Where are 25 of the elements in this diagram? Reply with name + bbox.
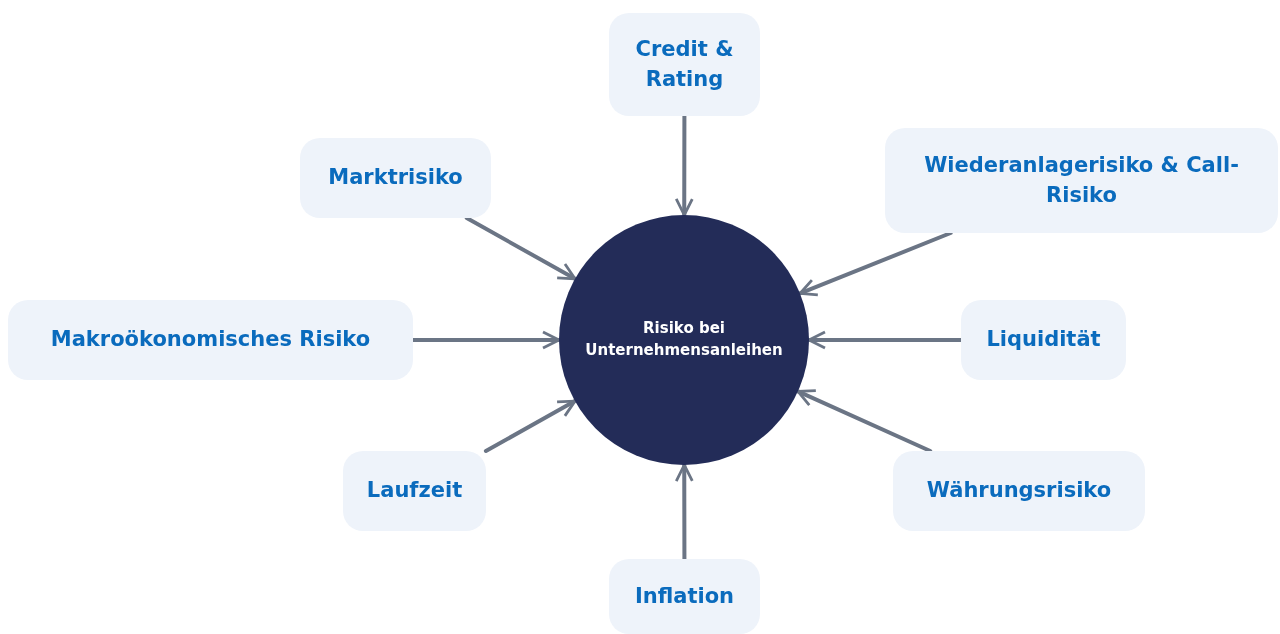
risk-box (893, 451, 1145, 531)
arrow (674, 463, 694, 561)
arrow (795, 389, 933, 453)
arrow (798, 231, 953, 297)
node-label: Marktrisiko (328, 164, 463, 192)
arrow (411, 330, 561, 350)
arrow (674, 114, 694, 217)
node-label: Liquidität (986, 326, 1101, 354)
risk-box (885, 128, 1278, 233)
arrow (464, 216, 577, 281)
node-label: Makroökonomisches Risiko (50, 326, 371, 354)
arrow (483, 399, 577, 453)
node-label: Laufzeit (366, 477, 463, 505)
arrow (807, 330, 963, 350)
node-label: Wiederanlagerisiko & Call-Risiko (923, 152, 1240, 209)
node-label: Währungsrisiko (926, 477, 1112, 505)
node-label: Credit & Rating (634, 36, 735, 93)
risk-box (609, 13, 760, 116)
risk-box (961, 300, 1126, 380)
risk-box (300, 138, 491, 218)
node-label: Risiko bei Unternehmensanleihen (585, 318, 783, 361)
risk-box (343, 451, 486, 531)
risk-box (609, 559, 760, 634)
risk-box (8, 300, 413, 380)
node-label: Inflation (634, 582, 735, 610)
